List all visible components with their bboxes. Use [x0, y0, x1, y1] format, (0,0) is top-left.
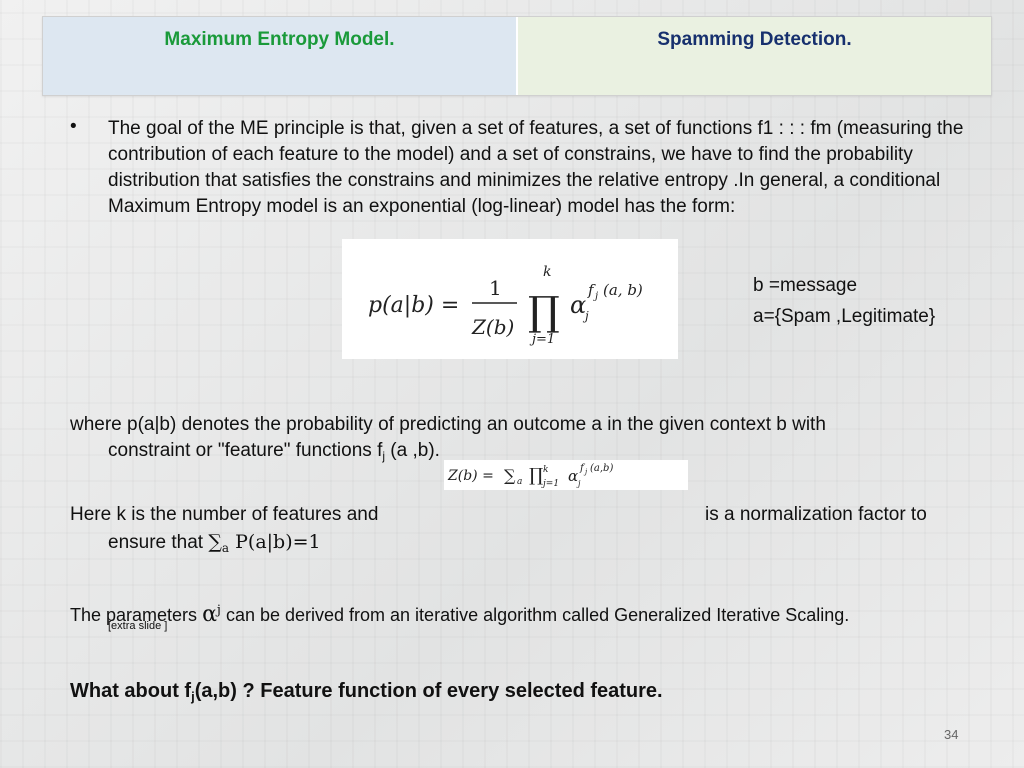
final-start: What about f: [70, 680, 192, 702]
me-formula-image: p(a|b) = 1 Z(b) k ∏ j=1 α j f j (a, b): [342, 239, 678, 359]
header-table: Maximum Entropy Model. Spamming Detectio…: [42, 16, 992, 96]
z-prod-sub: j=1: [541, 479, 559, 489]
z-exp-sub: j: [583, 468, 588, 476]
formula-lhs: p(a|b) =: [368, 293, 459, 318]
params-paragraph: The parameters αj can be derived from an…: [70, 598, 849, 628]
where-line-2-sub: j: [382, 449, 386, 463]
formula-lower-limit: j=1: [529, 332, 555, 347]
z-lhs: Z(b) =: [447, 468, 494, 484]
extra-slide-note: [extra slide ]: [108, 620, 168, 632]
side-note-message: b =message: [753, 275, 858, 296]
z-exp: f: [579, 463, 586, 474]
final-question: What about fj(a,b) ? Feature function of…: [70, 678, 663, 710]
side-note-labels: a={Spam ,Legitimate}: [753, 306, 936, 327]
z-exp-args: (a,b): [590, 463, 613, 474]
final-sub: j: [191, 689, 195, 704]
z-sum-sub: a: [517, 477, 522, 487]
formula-denominator: Z(b): [471, 315, 514, 339]
where-line-2: constraint or "feature" functions fj (a …: [70, 438, 990, 469]
z-prod-sup: k: [543, 465, 548, 475]
formula-numerator: 1: [489, 276, 502, 300]
formula-base-sub: j: [582, 309, 589, 323]
page-number: 34: [944, 727, 959, 742]
here-text-line2: ensure that ∑a P(a|b)=1: [108, 529, 321, 561]
alpha-sup: j: [216, 603, 221, 618]
bullet-icon: •: [70, 116, 77, 137]
z-formula: Z(b) = ∑ a ∏ k j=1 α j f j (a,b): [447, 463, 613, 489]
where-line-2-end: (a ,b).: [385, 440, 440, 461]
here-text-start: Here k is the number of features and: [70, 504, 379, 525]
here-text-end: is a normalization factor to: [705, 504, 927, 525]
z-base: α: [568, 467, 578, 485]
where-paragraph: where p(a|b) denotes the probability of …: [70, 412, 990, 469]
product-icon: ∏: [528, 289, 560, 335]
formula-exponent-args: (a, b): [603, 281, 643, 299]
sum-icon: ∑: [504, 466, 516, 485]
formula-base: α: [570, 291, 586, 319]
me-formula: p(a|b) = 1 Z(b) k ∏ j=1 α j f j (a, b): [368, 264, 643, 347]
z-product-icon: ∏: [529, 465, 543, 486]
z-formula-image: Z(b) = ∑ a ∏ k j=1 α j f j (a,b): [444, 460, 688, 490]
sum-sub: a: [221, 541, 230, 555]
sum-symbol-icon: ∑: [208, 531, 222, 553]
formula-exponent: f: [587, 281, 596, 299]
bullet-paragraph: The goal of the ME principle is that, gi…: [108, 118, 964, 217]
where-line-1: where p(a|b) denotes the probability of …: [70, 414, 826, 435]
params-start: The parameters: [70, 605, 203, 625]
sum-expression: P(a|b)=1: [229, 531, 321, 553]
header-right-title: Spamming Detection.: [518, 17, 991, 95]
where-line-2-start: constraint or "feature" functions f: [108, 440, 383, 461]
header-left-title: Maximum Entropy Model.: [43, 17, 518, 95]
params-end: can be derived from an iterative algorit…: [220, 605, 850, 625]
final-end: (a,b) ? Feature function of every select…: [194, 680, 663, 702]
alpha-symbol: α: [202, 602, 217, 627]
ensure-text: ensure that: [108, 532, 209, 553]
z-base-sub: j: [576, 479, 581, 488]
formula-upper-limit: k: [543, 264, 551, 280]
formula-exponent-sub: j: [593, 291, 598, 302]
